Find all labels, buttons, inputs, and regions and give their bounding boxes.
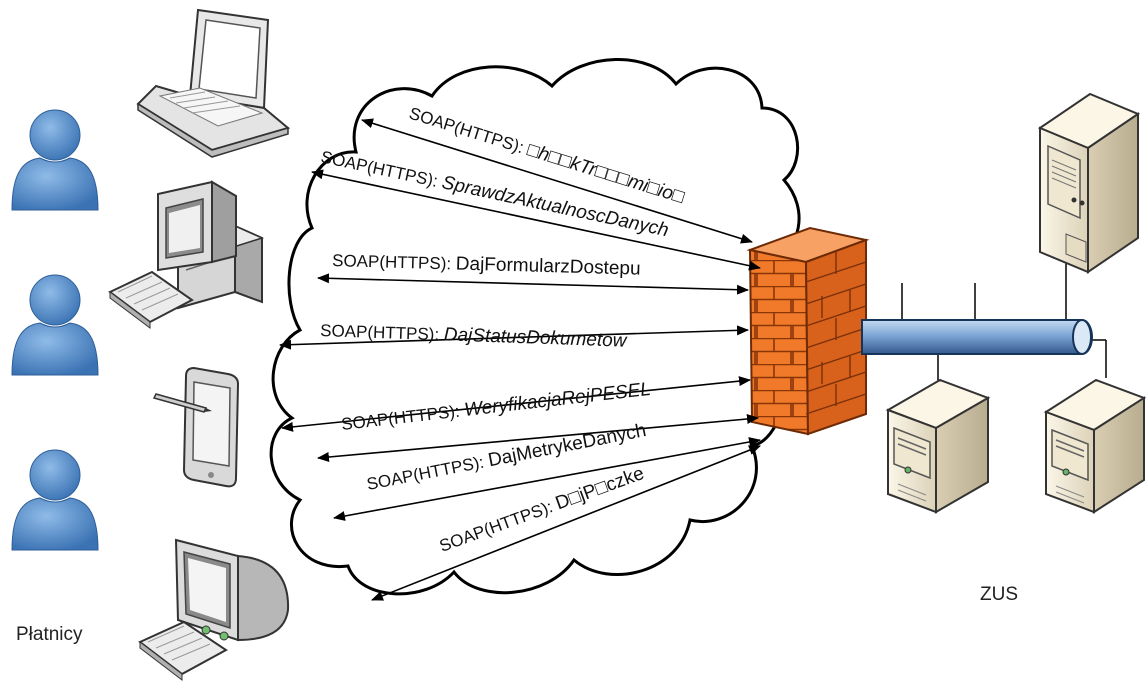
tower-server-icon (1043, 378, 1147, 514)
person-icon (11, 449, 99, 551)
connection-arrows (279, 118, 761, 601)
person-icon (11, 109, 99, 211)
laptop-icon (136, 8, 291, 158)
person-icon (11, 274, 99, 376)
arrow-connection-8 (371, 445, 761, 601)
desktop-pc-icon (108, 180, 265, 329)
crt-monitor-icon (138, 538, 290, 681)
tablet-icon (152, 366, 240, 488)
tower-server-icon (1037, 92, 1141, 274)
connection-method: DajFormularzDostepu (456, 253, 641, 279)
firewall-icon (746, 226, 870, 436)
arrow-connection-2 (311, 169, 761, 271)
zus-label: ZUS (980, 584, 1018, 605)
connection-label-3: SOAP(HTTPS): DajFormularzDostepu (332, 250, 641, 280)
connection-label-4: SOAP(HTTPS): DajStatusDokumetow (320, 320, 628, 352)
connection-protocol: SOAP(HTTPS): (332, 251, 456, 273)
network-backbone (861, 256, 1107, 388)
payers-label: Płatnicy (16, 624, 83, 645)
arrow-connection-3 (317, 273, 749, 295)
connection-protocol: SOAP(HTTPS): (320, 321, 444, 344)
arrow-connection-4 (279, 325, 749, 350)
tower-server-icon (885, 378, 991, 514)
